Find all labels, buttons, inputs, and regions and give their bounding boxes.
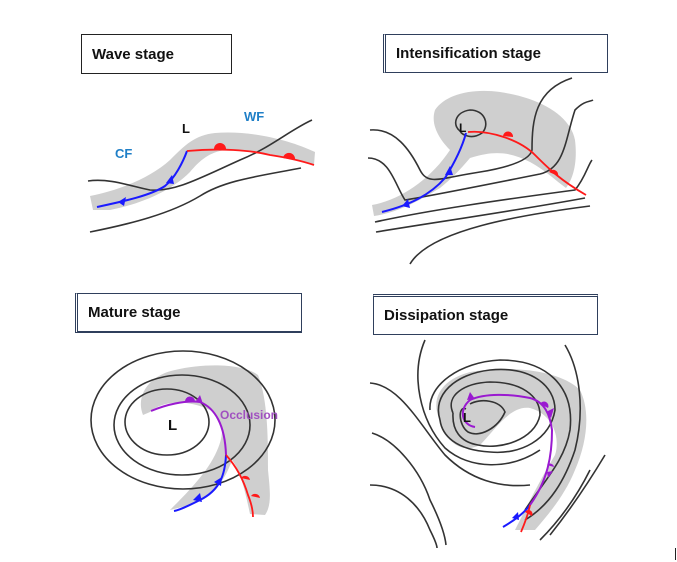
- wave-warm-front: [186, 148, 315, 166]
- cold-front-triangle: [166, 175, 174, 184]
- intensification-isobar: [454, 109, 487, 138]
- dissipation-isobar: [450, 381, 541, 447]
- mature-stage-diagram: L Occlusion: [90, 350, 278, 518]
- intensification-isobar: [369, 77, 573, 181]
- dissipation-isobar: [437, 368, 556, 454]
- dissipation-cold-front: [502, 504, 531, 528]
- warm-front-semicircle: [241, 475, 250, 480]
- dissipation-isobar: [369, 382, 531, 487]
- mature-stage-title-box: Mature stage: [75, 293, 302, 333]
- mature-isobar: [113, 374, 251, 476]
- wave-stage-diagram: L CF WF: [87, 109, 315, 233]
- dissipation-stage-diagram: L: [369, 339, 606, 549]
- intensification-warm-front: [467, 130, 587, 196]
- mature-stage-title: Mature stage: [88, 304, 181, 321]
- wave-cf-label: CF: [115, 146, 132, 161]
- dissipation-isobar: [524, 344, 581, 521]
- occlusion-triangle: [467, 392, 475, 400]
- dissipation-isobar: [549, 454, 606, 536]
- mature-occlusion-label: Occlusion: [220, 408, 278, 422]
- intensification-stage-title-box: Intensification stage: [383, 34, 608, 73]
- cold-front-triangle: [214, 477, 222, 486]
- wave-isobar: [89, 167, 302, 233]
- warm-front-semicircle: [283, 152, 296, 160]
- mature-warm-front: [225, 454, 254, 518]
- dissipation-warm-front: [520, 504, 531, 533]
- occlusion-triangle: [546, 408, 554, 418]
- intensification-cloud-band: [372, 90, 576, 216]
- warm-front-semicircle: [525, 509, 533, 516]
- dissipation-isobar: [371, 432, 447, 546]
- occlusion-semicircle: [184, 396, 195, 402]
- intensification-isobar: [409, 205, 591, 265]
- wave-cold-front: [96, 150, 188, 208]
- occlusion-triangle: [547, 471, 553, 478]
- warm-front-semicircle: [214, 143, 226, 149]
- cold-front-triangle: [402, 199, 410, 208]
- cold-front-triangle: [512, 512, 519, 520]
- warm-front-semicircle: [251, 493, 260, 498]
- dissipation-stage-title: Dissipation stage: [384, 307, 509, 324]
- intensification-isobar: [367, 99, 594, 201]
- dissipation-low-label: L: [463, 410, 471, 425]
- dissipation-isobar: [429, 359, 572, 511]
- intensification-isobar: [374, 159, 593, 223]
- occlusion-triangle: [196, 395, 203, 404]
- mature-low-label: L: [168, 417, 177, 434]
- dissipation-isobar: [539, 469, 591, 541]
- intensification-low-label: L: [459, 121, 466, 135]
- mature-isobar: [90, 350, 276, 490]
- mature-isobar: [124, 388, 210, 456]
- wave-stage-title-box: Wave stage: [81, 34, 232, 74]
- dissipation-occlusion-front: [461, 393, 554, 506]
- cold-front-triangle: [445, 166, 453, 175]
- cold-front-triangle: [118, 197, 126, 206]
- text-cursor-mark: [675, 548, 676, 560]
- dissipation-isobar: [369, 484, 438, 549]
- occlusion-semicircle: [547, 463, 554, 467]
- dissipation-isobar: [459, 399, 506, 435]
- intensification-isobar: [375, 197, 586, 233]
- dissipation-cloud-band: [436, 369, 587, 530]
- intensification-stage-title: Intensification stage: [396, 45, 542, 62]
- occlusion-semicircle: [540, 401, 549, 408]
- dissipation-isobar: [417, 339, 541, 466]
- wave-low-label: L: [182, 121, 190, 136]
- wave-stage-title: Wave stage: [92, 45, 174, 63]
- mature-cloud-band: [140, 365, 270, 515]
- dissipation-stage-title-box: Dissipation stage: [373, 294, 598, 335]
- warm-front-semicircle: [503, 131, 514, 137]
- cold-front-triangle: [193, 493, 202, 502]
- wave-isobar: [87, 119, 313, 191]
- wave-wf-label: WF: [244, 109, 264, 124]
- intensification-stage-diagram: L: [367, 77, 594, 265]
- warm-front-semicircle: [549, 169, 559, 176]
